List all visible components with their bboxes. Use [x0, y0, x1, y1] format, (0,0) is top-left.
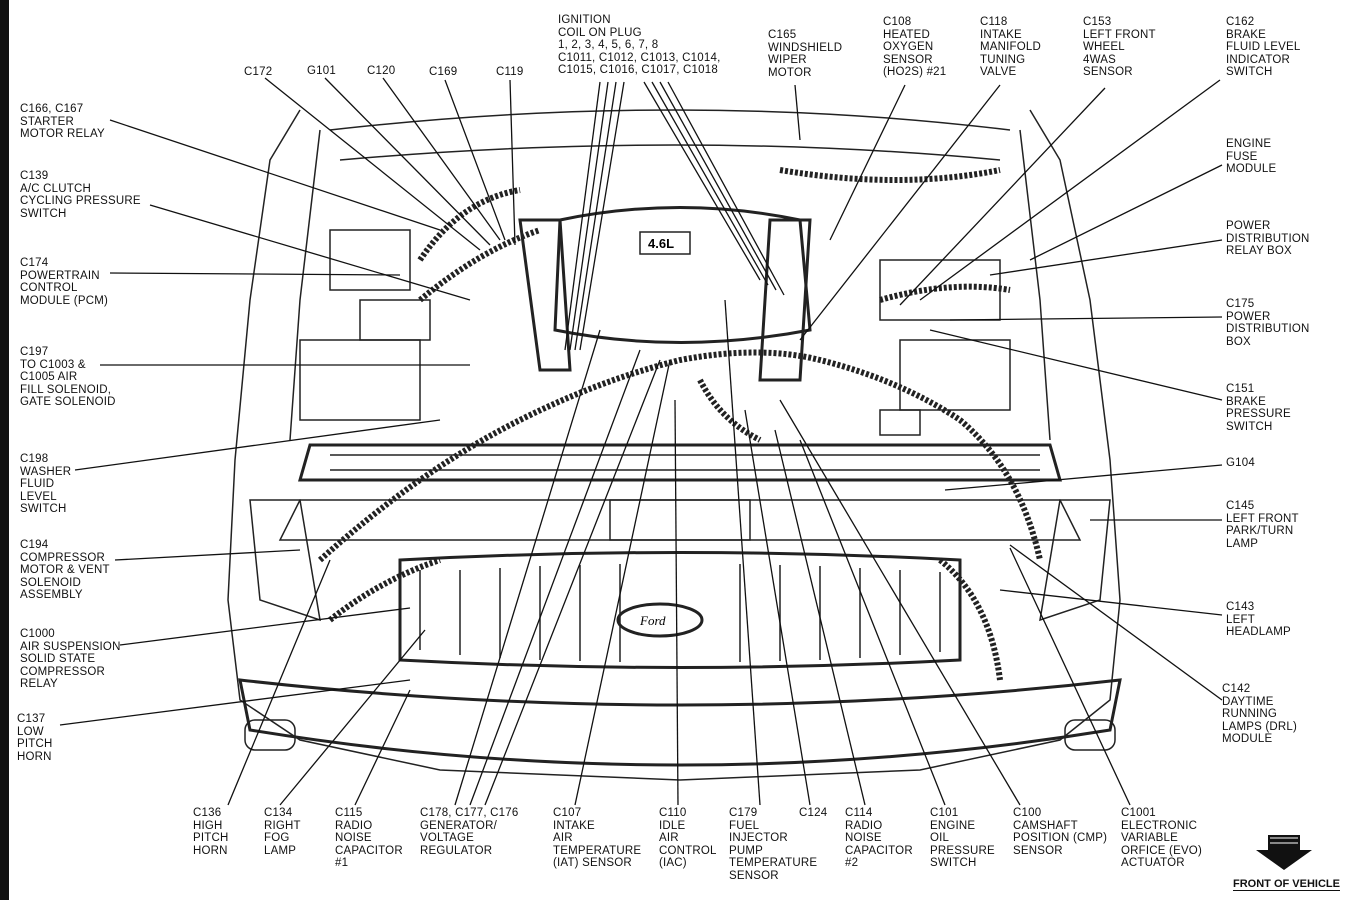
label-c197: C197 TO C1003 & C1005 AIR FILL SOLENOID,… [20, 346, 116, 409]
label-c166-c167: C166, C167 STARTER MOTOR RELAY [20, 103, 105, 141]
grille-logo-text: Ford [639, 613, 666, 628]
label-c110: C110 IDLE AIR CONTROL (IAC) [659, 807, 717, 870]
label-c142: C142 DAYTIME RUNNING LAMPS (DRL) MODULE [1222, 683, 1298, 746]
label-c169: C169 [429, 66, 458, 78]
label-c1001: C1001 ELECTRONIC VARIABLE ORFICE (EVO) A… [1121, 807, 1202, 870]
label-c175: C175 POWER DISTRIBUTION BOX [1226, 298, 1310, 348]
left-edge-bar [0, 0, 9, 900]
label-c136: C136 HIGH PITCH HORN [193, 807, 229, 857]
label-c172: C172 [244, 66, 273, 78]
label-c179: C179 FUEL INJECTOR PUMP TEMPERATURE SENS… [729, 807, 818, 882]
label-c198: C198 WASHER FLUID LEVEL SWITCH [20, 453, 72, 516]
engine-badge-text: 4.6L [648, 236, 674, 251]
label-engine-fuse-module: ENGINE FUSE MODULE [1226, 138, 1277, 176]
label-c151: C151 BRAKE PRESSURE SWITCH [1226, 383, 1291, 433]
label-ignition-coil: IGNITION COIL ON PLUG 1, 2, 3, 4, 5, 6, … [558, 14, 721, 77]
label-c107: C107 INTAKE AIR TEMPERATURE (IAT) SENSOR [553, 807, 642, 870]
label-c100: C100 CAMSHAFT POSITION (CMP) SENSOR [1013, 807, 1108, 857]
label-c120: C120 [367, 65, 396, 77]
label-c153: C153 LEFT FRONT WHEEL 4WAS SENSOR [1083, 16, 1156, 79]
engine-drawing: 4.6L Ford [227, 109, 1122, 781]
front-of-vehicle-arrow-icon [1256, 835, 1312, 870]
label-c134: C134 RIGHT FOG LAMP [264, 807, 301, 857]
label-c178-c177-c176: C178, C177, C176 GENERATOR/ VOLTAGE REGU… [420, 807, 519, 857]
label-power-distribution-relay-box: POWER DISTRIBUTION RELAY BOX [1226, 220, 1310, 258]
label-c139: C139 A/C CLUTCH CYCLING PRESSURE SWITCH [20, 170, 141, 220]
label-c118: C118 INTAKE MANIFOLD TUNING VALVE [980, 16, 1042, 79]
leader-lines [59, 77, 1223, 806]
label-c174: C174 POWERTRAIN CONTROL MODULE (PCM) [20, 257, 109, 307]
label-c1000: C1000 AIR SUSPENSION SOLID STATE COMPRES… [20, 628, 121, 691]
label-c119: C119 [496, 66, 524, 78]
front-of-vehicle-label: FRONT OF VEHICLE [1233, 878, 1340, 891]
label-c108: C108 HEATED OXYGEN SENSOR (HO2S) #21 [883, 16, 947, 79]
label-g104: G104 [1226, 457, 1255, 469]
label-c145: C145 LEFT FRONT PARK/TURN LAMP [1226, 500, 1299, 550]
label-g101: G101 [307, 65, 336, 77]
label-c162: C162 BRAKE FLUID LEVEL INDICATOR SWITCH [1226, 16, 1301, 79]
label-c137: C137 LOW PITCH HORN [17, 713, 53, 763]
label-c143: C143 LEFT HEADLAMP [1226, 601, 1291, 639]
label-c165: C165 WINDSHIELD WIPER MOTOR [768, 29, 843, 79]
label-c194: C194 COMPRESSOR MOTOR & VENT SOLENOID AS… [20, 539, 110, 602]
label-c114: C114 RADIO NOISE CAPACITOR #2 [845, 807, 913, 870]
label-c115: C115 RADIO NOISE CAPACITOR #1 [335, 807, 403, 870]
label-c124: C124 [799, 807, 828, 819]
label-c101: C101 ENGINE OIL PRESSURE SWITCH [930, 807, 995, 870]
